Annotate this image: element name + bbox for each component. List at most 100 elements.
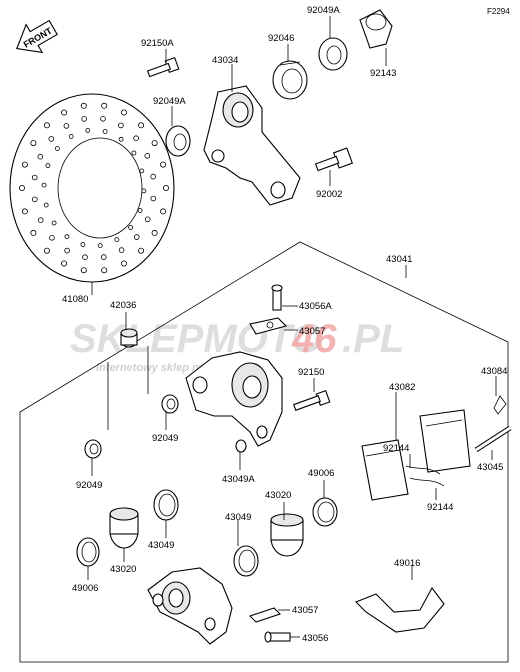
disc-vent-hole bbox=[85, 127, 91, 133]
leader-lines bbox=[87, 16, 497, 638]
disc-vent-hole bbox=[118, 247, 125, 253]
label-43049-low: 43049 bbox=[225, 512, 251, 523]
label-92046: 92046 bbox=[268, 33, 294, 44]
caliper-assembly-outline bbox=[19, 241, 509, 663]
bolt-92150A bbox=[146, 56, 180, 78]
disc-vent-hole bbox=[150, 173, 157, 180]
disc-vent-hole bbox=[133, 135, 139, 142]
disc-vent-hole bbox=[49, 235, 55, 241]
disc-vent-hole bbox=[100, 116, 106, 122]
seal-92049-mid bbox=[161, 394, 179, 414]
piston-43020-left bbox=[109, 507, 139, 549]
disc-vent-hole bbox=[141, 188, 147, 194]
watermark-brand-part2: 46 bbox=[291, 317, 337, 361]
pad-springs bbox=[405, 465, 445, 487]
label-92049A-left: 92049A bbox=[153, 96, 186, 107]
disc-vent-hole bbox=[61, 260, 68, 267]
label-43056: 43056 bbox=[302, 633, 328, 644]
label-49006-left: 49006 bbox=[72, 583, 98, 594]
disc-vent-hole bbox=[138, 247, 145, 254]
bleeder-43056A bbox=[271, 284, 283, 311]
disc-vent-hole bbox=[144, 153, 151, 159]
label-43057-top: 43057 bbox=[299, 326, 325, 337]
disc-vent-hole bbox=[97, 243, 103, 249]
disc-vent-hole bbox=[137, 208, 143, 213]
seal-92049A-top bbox=[318, 37, 348, 71]
disc-vent-hole bbox=[80, 102, 87, 109]
label-43056A: 43056A bbox=[299, 301, 332, 312]
disc-vent-hole bbox=[120, 260, 127, 267]
disc-vent-hole bbox=[80, 242, 86, 247]
disc-vent-hole bbox=[61, 109, 68, 116]
label-43049A: 43049A bbox=[222, 474, 255, 485]
seal-49006-right bbox=[312, 497, 338, 527]
diagram-code: F2294 bbox=[487, 7, 510, 16]
disc-vent-hole bbox=[82, 254, 88, 261]
front-direction-arrow: FRONT bbox=[16, 19, 58, 54]
disc-vent-hole bbox=[31, 196, 38, 203]
disc-vent-hole bbox=[41, 182, 47, 188]
disc-vent-hole bbox=[37, 153, 44, 160]
disc-vent-hole bbox=[51, 220, 57, 226]
boot-42036 bbox=[120, 328, 138, 348]
label-43045: 43045 bbox=[477, 462, 503, 473]
disc-vent-hole bbox=[37, 217, 44, 224]
label-43082: 43082 bbox=[389, 382, 415, 393]
label-43057-bottom: 43057 bbox=[292, 605, 318, 616]
label-43084: 43084 bbox=[481, 366, 507, 377]
bleeder-43056 bbox=[264, 631, 291, 643]
disc-vent-hole bbox=[30, 140, 37, 147]
disc-vent-hole bbox=[55, 146, 60, 151]
disc-vent-hole bbox=[43, 202, 49, 208]
watermark-brand-part3: .PL bbox=[342, 317, 404, 361]
disc-vent-hole bbox=[101, 254, 107, 260]
disc-vent-hole bbox=[68, 133, 74, 139]
watermark-brand-part1: SKLEPMOTO bbox=[70, 317, 323, 361]
disc-vent-hole bbox=[45, 163, 51, 168]
label-92002: 92002 bbox=[316, 189, 342, 200]
label-43049-mid: 43049 bbox=[148, 540, 174, 551]
pin-clip-43084 bbox=[493, 395, 507, 415]
disc-vent-hole bbox=[30, 229, 37, 236]
label-41080: 41080 bbox=[62, 294, 88, 305]
disc-vent-hole bbox=[160, 208, 167, 215]
disc-vent-hole bbox=[131, 150, 137, 156]
caliper-bracket bbox=[203, 85, 301, 206]
disc-vent-hole bbox=[63, 123, 70, 129]
label-49006-right: 49006 bbox=[308, 468, 334, 479]
seal-43049-low bbox=[233, 545, 259, 577]
seal-92049-left bbox=[84, 439, 102, 459]
caliper-half-lower bbox=[147, 567, 233, 645]
seal-49006-left bbox=[76, 537, 100, 567]
disc-vent-hole bbox=[101, 102, 108, 109]
disc-vent-hole bbox=[114, 237, 120, 243]
disc-vent-hole bbox=[102, 129, 108, 134]
disc-vent-hole bbox=[80, 267, 87, 274]
disc-vent-hole bbox=[21, 208, 28, 215]
disc-vent-hole bbox=[21, 161, 28, 168]
piston-43020-right bbox=[270, 513, 304, 557]
disc-vent-hole bbox=[151, 229, 158, 236]
label-92049-left: 92049 bbox=[76, 480, 102, 491]
disc-vent-hole bbox=[43, 247, 50, 254]
disc-vent-hole bbox=[138, 122, 145, 129]
cap-43057-top bbox=[249, 317, 288, 335]
brake-disc bbox=[9, 93, 175, 283]
disc-vent-hole bbox=[18, 184, 25, 191]
disc-vent-hole bbox=[118, 122, 124, 129]
disc-vent-hole bbox=[31, 174, 38, 181]
collar-92143 bbox=[359, 9, 393, 49]
disc-vent-hole bbox=[101, 267, 108, 274]
brake-pads bbox=[361, 409, 471, 501]
disc-vent-hole bbox=[144, 216, 151, 223]
disc-vent-hole bbox=[120, 109, 127, 116]
seal-92049A-left bbox=[165, 125, 191, 157]
label-92150: 92150 bbox=[298, 367, 324, 378]
part-labels: 92150A 92049A 92046 92143 43034 92049A 9… bbox=[62, 5, 507, 644]
disc-vent-hole bbox=[64, 234, 70, 240]
label-92049A-top: 92049A bbox=[307, 5, 340, 16]
label-43041: 43041 bbox=[386, 254, 412, 265]
bolt-92002 bbox=[314, 147, 354, 172]
disc-vent-hole bbox=[128, 225, 134, 230]
label-92150A: 92150A bbox=[141, 38, 174, 49]
